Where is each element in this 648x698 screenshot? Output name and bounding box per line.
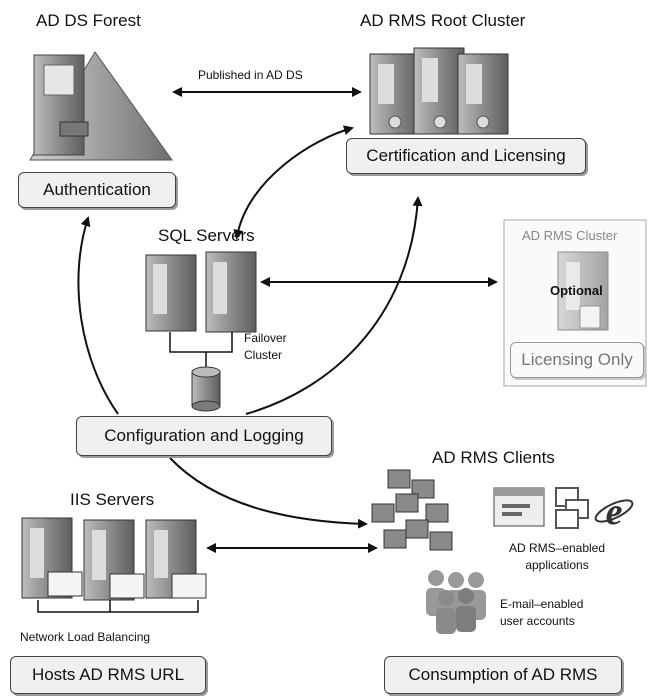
clients-title: AD RMS Clients (432, 448, 555, 467)
certification-box: Certification and Licensing (346, 138, 586, 174)
optional-label: Optional (550, 283, 603, 298)
authentication-box: Authentication (18, 172, 176, 208)
licensing-server-icon (557, 251, 609, 331)
applications-icon: e (493, 487, 634, 533)
database-icon (191, 366, 221, 412)
hosts-url-box: Hosts AD RMS URL (10, 656, 206, 694)
apps-label: AD RMS–enabled applications (508, 541, 606, 572)
user-accounts-icon (426, 570, 486, 634)
iis-servers-icon (21, 517, 207, 613)
client-computers-icon (371, 469, 453, 551)
sql-servers-icon (145, 251, 257, 368)
root-cluster-title: AD RMS Root Cluster (360, 11, 526, 30)
connector-arrows (77, 87, 498, 553)
users-label: E-mail–enabled user accounts (500, 597, 584, 628)
consumption-box: Consumption of AD RMS (384, 656, 622, 694)
forest-title: AD DS Forest (36, 11, 141, 30)
svg-text:e: e (606, 491, 623, 533)
root-cluster-servers-icon (369, 47, 509, 135)
iis-title: IIS Servers (70, 490, 155, 509)
failover-label: Failover Cluster (244, 331, 287, 362)
sql-title: SQL Servers (158, 226, 255, 245)
nlb-label: Network Load Balancing (20, 630, 151, 644)
licensing-only-box: Licensing Only (510, 342, 644, 378)
forest-pyramid-icon (29, 51, 173, 161)
licensing-cluster-title: AD RMS Cluster (522, 228, 618, 243)
published-label: Published in AD DS (198, 68, 303, 82)
configuration-box: Configuration and Logging (76, 416, 332, 456)
